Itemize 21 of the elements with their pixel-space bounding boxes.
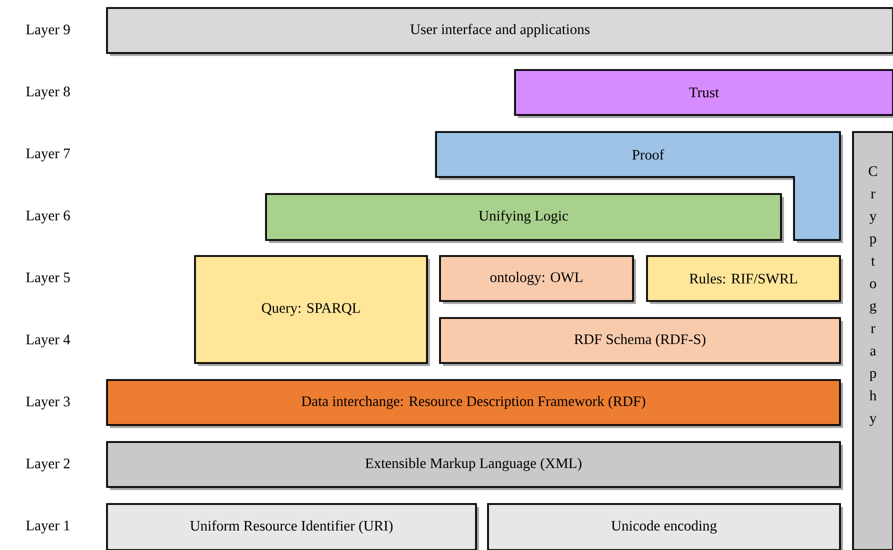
layer-label: Layer 3 (26, 396, 70, 410)
layer-box: Query: SPARQL (194, 255, 430, 366)
layer-box: RDF Schema (RDF-S) (439, 317, 843, 366)
layer-label: Layer 4 (26, 334, 70, 348)
layer-box: Uniform Resource Identifier (URI) (106, 503, 479, 550)
layer-box: User interface and applications (106, 7, 893, 56)
layer-box: Trust (514, 69, 893, 118)
layer-box: Rules: RIF/SWRL (646, 255, 843, 304)
layer-label: Layer 8 (26, 86, 70, 100)
layer-box: Cryptography (852, 131, 893, 550)
layer-box: Extensible Markup Language (XML) (106, 441, 843, 490)
layer-label: Layer 7 (26, 148, 70, 162)
layer-label: Layer 5 (26, 272, 70, 286)
layer-box: ontology: OWL (439, 255, 636, 304)
layer-label: Layer 1 (26, 520, 70, 534)
layer-box: Unicode encoding (487, 503, 843, 550)
layer-box: Data interchange: Resource Description Framework (RDF) (106, 379, 843, 428)
layer-box: Unifying Logic (265, 193, 784, 243)
layer-label: Layer 9 (26, 24, 70, 38)
layer-label: Layer 6 (26, 210, 70, 224)
layer-label: Layer 2 (26, 458, 70, 472)
